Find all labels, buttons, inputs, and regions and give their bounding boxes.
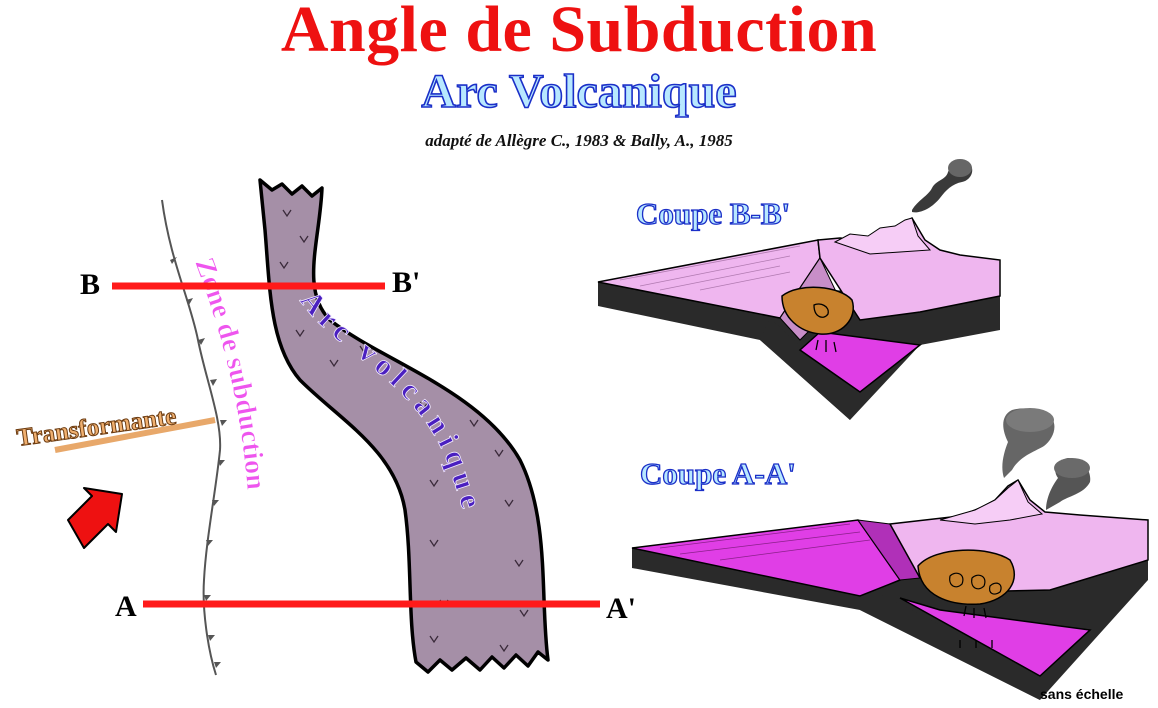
section-a-start-label: A: [115, 590, 137, 623]
transform-fault: Transformante: [15, 402, 216, 453]
coupe-bb-title: Coupe B-B': [635, 195, 791, 231]
scale-note: sans échelle: [1040, 686, 1124, 702]
section-a-end-label: A': [606, 592, 636, 625]
section-b-start-label: B: [80, 268, 101, 301]
block-diagram-bb: [597, 159, 1001, 420]
source-credit: adapté de Allègre C., 1983 & Bally, A., …: [425, 131, 733, 150]
trench-line: [161, 199, 227, 676]
section-b-end-label: B': [392, 266, 421, 299]
plate-motion-arrow-icon: [67, 487, 123, 549]
volcanic-arc-band: [258, 178, 550, 674]
coupe-aa-title: Coupe A-A': [639, 455, 796, 491]
block-diagram-aa: [631, 408, 1149, 700]
page-title: Angle de Subduction: [280, 0, 878, 66]
page-subtitle: Arc Volcanique: [421, 64, 738, 119]
